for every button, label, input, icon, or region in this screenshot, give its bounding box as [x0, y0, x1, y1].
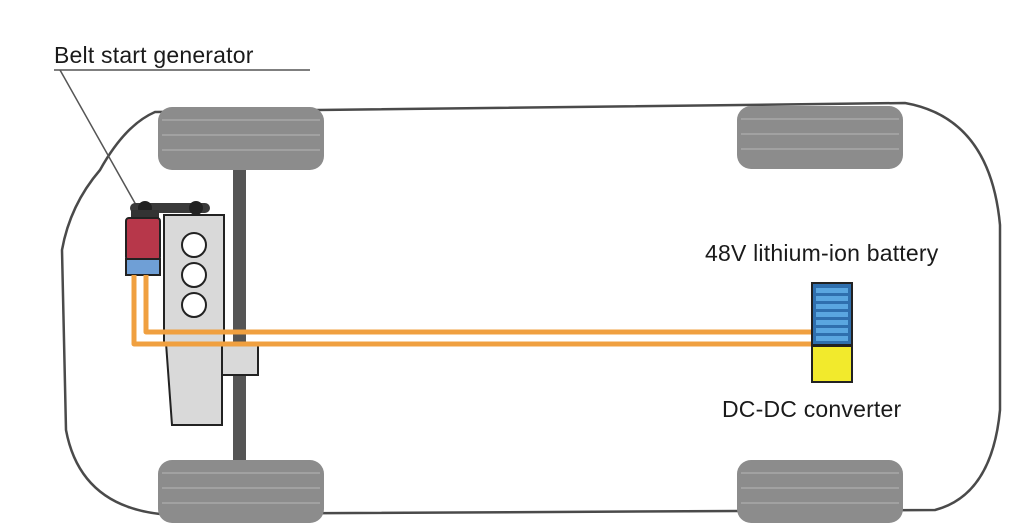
engine-cylinder-3	[181, 292, 207, 318]
engine-lower-block	[164, 342, 223, 426]
front-axle	[233, 170, 246, 460]
wheel-rear-left	[737, 106, 903, 169]
dc-dc-converter	[811, 345, 853, 383]
wheel-tread-lines	[162, 118, 899, 504]
dc-dc-converter-label: DC-DC converter	[722, 396, 902, 422]
pulley-crank	[189, 201, 203, 215]
wheel-front-left	[158, 107, 324, 170]
wheel-front-right	[158, 460, 324, 523]
lithium-ion-battery	[811, 282, 853, 346]
engine-cylinder-1	[181, 232, 207, 258]
battery-label: 48V lithium-ion battery	[705, 240, 939, 266]
belt-start-generator-label: Belt start generator	[54, 42, 254, 68]
belt-start-generator-leader	[59, 69, 141, 213]
engine	[163, 214, 259, 426]
battery-cells	[816, 288, 848, 341]
wheel-rear-right	[737, 460, 903, 523]
generator-cap	[131, 210, 159, 220]
cable-outer	[131, 275, 815, 347]
generator-inverter	[125, 258, 161, 276]
car-body-outline	[60, 101, 1002, 516]
engine-cylinder-2	[181, 262, 207, 288]
transmission-box	[221, 344, 259, 376]
power-cables	[131, 275, 815, 347]
cable-inner	[143, 275, 815, 335]
generator-body	[125, 217, 161, 261]
belt-start-generator	[125, 210, 161, 276]
